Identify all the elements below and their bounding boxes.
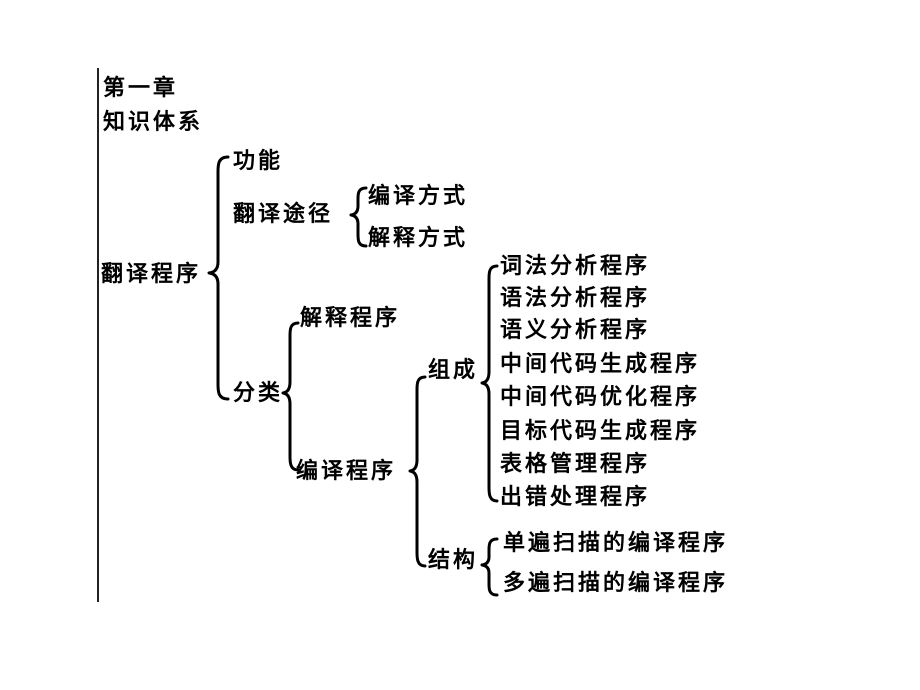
root-node: 翻译程序 [101, 261, 202, 287]
structure-node: 结构 [428, 547, 479, 573]
composition-item: 目标代码生成程序 [500, 418, 701, 444]
structure-item: 多遍扫描的编译程序 [503, 570, 729, 596]
left-margin-rule [97, 68, 99, 602]
approach-node: 翻译途径 [233, 201, 334, 227]
composition-brace [480, 264, 499, 503]
function-node: 功能 [233, 148, 284, 174]
knowledge-system-title: 知识体系 [103, 109, 204, 135]
classification-node: 分类 [233, 380, 284, 406]
classification-brace [281, 321, 300, 472]
chapter-title: 第一章 [103, 75, 179, 101]
root-brace [207, 155, 230, 401]
composition-node: 组成 [428, 357, 479, 383]
composition-item: 中间代码优化程序 [500, 384, 701, 410]
compiler-brace [408, 375, 427, 568]
composition-item: 语法分析程序 [500, 285, 651, 311]
composition-item: 出错处理程序 [500, 484, 651, 510]
composition-item: 词法分析程序 [500, 253, 651, 279]
structure-brace [480, 537, 499, 597]
structure-item: 单遍扫描的编译程序 [503, 530, 729, 556]
approach-brace [349, 186, 368, 248]
interpreter-node: 解释程序 [300, 305, 401, 331]
compiler-node: 编译程序 [296, 458, 397, 484]
composition-item: 中间代码生成程序 [500, 351, 701, 377]
composition-item: 表格管理程序 [500, 451, 651, 477]
composition-item: 语义分析程序 [500, 317, 651, 343]
approach-item: 编译方式 [368, 183, 469, 209]
approach-item: 解释方式 [368, 225, 469, 251]
